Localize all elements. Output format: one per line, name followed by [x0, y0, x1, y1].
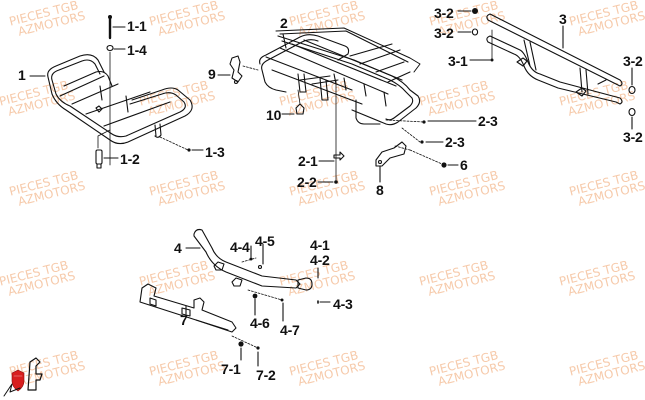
callout-label-4-4: 4-4	[230, 239, 250, 255]
callout-label-4-5: 4-5	[255, 233, 275, 249]
callout-label-4: 4	[174, 240, 182, 256]
callout-label-3-2d: 3-2	[623, 129, 643, 145]
front-rack-drawing	[29, 15, 204, 169]
callout-label-7-1: 7-1	[221, 361, 241, 377]
callout-label-10: 10	[266, 107, 282, 123]
callout-label-4-7: 4-7	[280, 322, 300, 338]
callout-label-7: 7	[180, 312, 188, 328]
callout-label-3-2b: 3-2	[434, 25, 454, 41]
callout-label-2-3a: 2-3	[478, 113, 498, 129]
callout-label-2-1: 2-1	[298, 153, 318, 169]
rear-bumper-drawing	[457, 8, 636, 130]
callout-label-1: 1	[18, 67, 26, 83]
callout-label-4-3: 4-3	[333, 296, 353, 312]
callout-label-2-3b: 2-3	[445, 134, 465, 150]
callout-label-6: 6	[460, 157, 468, 173]
callout-label-1-1: 1-1	[127, 18, 147, 34]
brand-logo-group	[3, 357, 43, 397]
callout-label-9: 9	[208, 66, 216, 82]
callout-label-1-4: 1-4	[127, 42, 147, 58]
footrest-bracket-drawing	[139, 283, 260, 367]
callout-label-8: 8	[376, 182, 384, 198]
callout-label-1-2: 1-2	[120, 151, 140, 167]
callout-label-2-2: 2-2	[297, 174, 317, 190]
callout-label-4-2: 4-2	[310, 252, 330, 268]
callout-label-3: 3	[559, 11, 567, 27]
callout-label-4-6: 4-6	[250, 315, 270, 331]
callout-label-2: 2	[280, 15, 288, 31]
callout-label-1-3: 1-3	[205, 144, 225, 160]
footrest-bar-drawing	[185, 228, 331, 322]
callout-label-3-2c: 3-2	[623, 53, 643, 69]
callout-label-3-2a: 3-2	[434, 5, 454, 21]
callout-label-7-2: 7-2	[256, 367, 276, 383]
callout-label-4-1: 4-1	[310, 237, 330, 253]
rear-rack-drawing	[217, 27, 477, 184]
callout-label-3-1: 3-1	[448, 53, 468, 69]
